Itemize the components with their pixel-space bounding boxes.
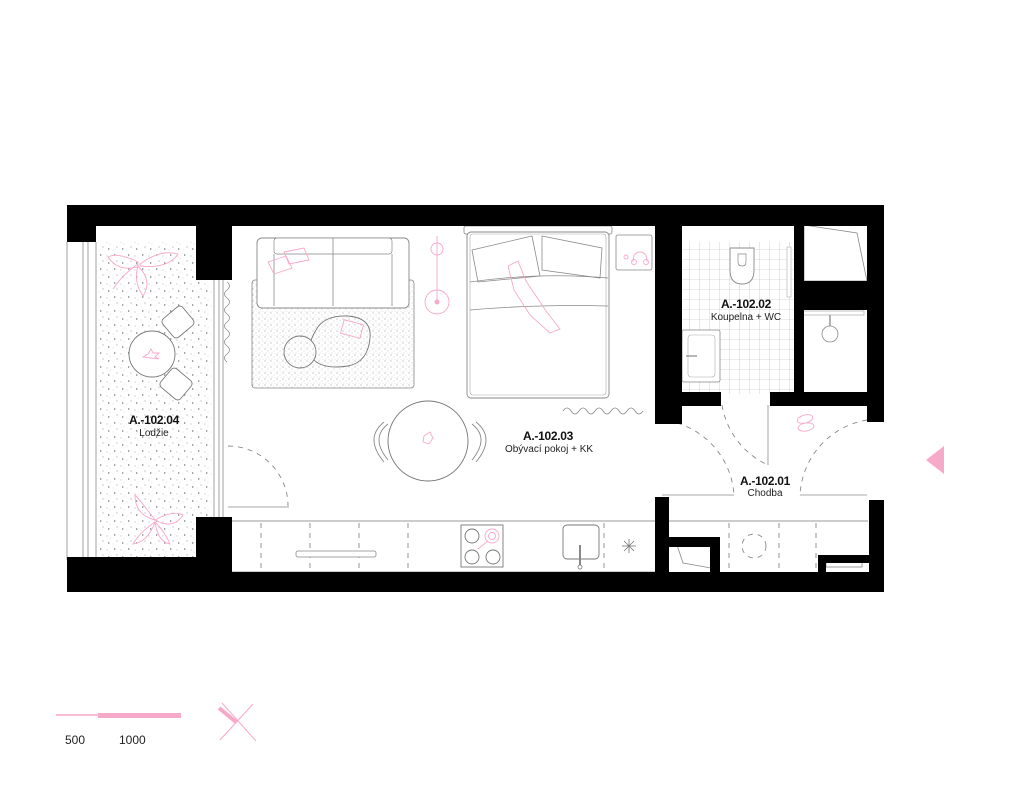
nightstand <box>615 234 653 271</box>
scale-label-500: 500 <box>65 733 86 747</box>
room-code: A.-102.04 <box>129 413 180 427</box>
room-name: Obývací pokoj + KK <box>505 444 593 455</box>
plant-icon <box>132 493 184 545</box>
slippers-icon <box>796 414 815 432</box>
radiator <box>562 407 644 415</box>
room-name: Lodžie <box>139 428 169 439</box>
door-swing <box>676 422 735 497</box>
pouf <box>283 335 317 369</box>
room-name: Koupelna + WC <box>711 312 781 323</box>
room-label-chodba: A.-102.01 Chodba <box>740 474 791 499</box>
wardrobe-detail <box>676 544 712 569</box>
north-arrow-icon <box>217 702 257 742</box>
room-name: Chodba <box>747 488 782 499</box>
wall-east <box>867 226 884 422</box>
room-label-lodzie: A.-102.04 Lodžie <box>129 413 180 439</box>
shower <box>798 310 867 396</box>
plant-icon <box>141 348 161 360</box>
hallway-area <box>660 404 868 572</box>
sofa <box>256 237 410 309</box>
headphones-icon <box>623 251 649 265</box>
cushion <box>283 247 310 265</box>
toilet-icon <box>729 247 755 285</box>
loggia-chair <box>159 367 193 401</box>
room-code: A.-102.03 <box>523 429 574 443</box>
installation-shaft <box>803 224 868 282</box>
wall-south <box>67 572 884 592</box>
bathroom-area <box>681 224 868 396</box>
cushion <box>267 255 293 275</box>
loggia-table <box>128 330 176 378</box>
scale-label-1000: 1000 <box>119 733 146 747</box>
loggia-area <box>66 242 230 560</box>
living-room-area <box>227 225 658 573</box>
room-label-koupelna: A.-102.02 Koupelna + WC <box>711 297 781 323</box>
wall-north <box>67 205 884 226</box>
curtain <box>224 281 230 363</box>
extractor-icon <box>622 539 636 553</box>
door-swing <box>227 445 289 507</box>
shelf <box>295 550 377 558</box>
pillow <box>541 235 603 279</box>
cooktop-icon <box>460 524 504 568</box>
towel-rail <box>786 246 792 298</box>
plant-icon <box>107 252 179 297</box>
loggia-floor <box>96 242 212 520</box>
washing-machine <box>741 533 767 559</box>
door-swing <box>721 404 769 466</box>
door-swing <box>799 419 868 496</box>
scale-bar <box>56 713 181 718</box>
bed <box>463 225 613 399</box>
person-sleeping <box>507 260 561 334</box>
loggia-chair <box>161 305 195 339</box>
sink-icon <box>562 524 600 570</box>
wall-segment <box>655 226 682 424</box>
kitchen-counter <box>232 520 658 573</box>
entrance-arrow-icon <box>926 446 944 474</box>
room-code: A.-102.01 <box>740 474 791 488</box>
dining-table <box>373 400 487 482</box>
room-code: A.-102.02 <box>721 297 772 311</box>
floor-lamp-icon <box>424 236 450 315</box>
flowers-icon <box>422 431 434 445</box>
walls <box>67 205 884 592</box>
room-label-obyvaci: A.-102.03 Obývací pokoj + KK <box>505 429 593 455</box>
magazine-icon <box>339 319 365 339</box>
